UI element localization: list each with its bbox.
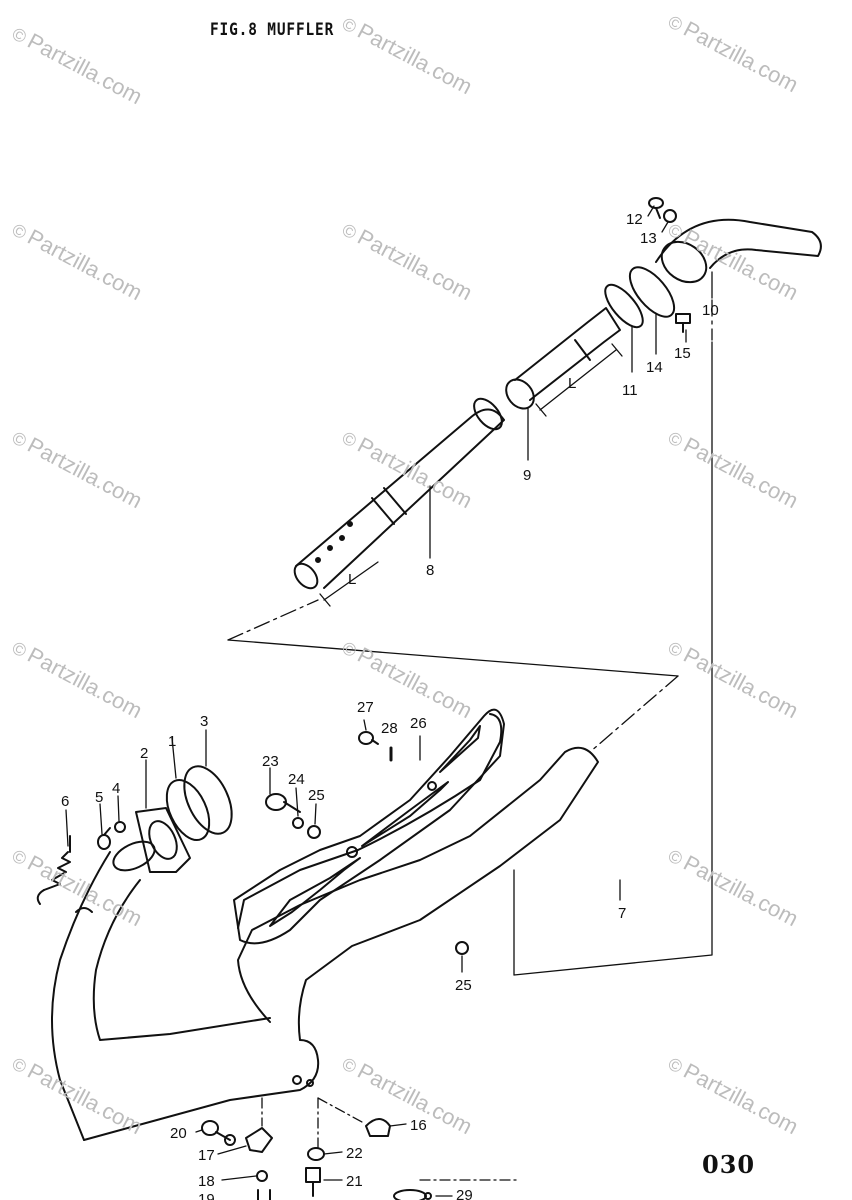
part-label-25-lower: 25 [455, 977, 472, 994]
part-label-25-upper: 25 [308, 787, 325, 804]
part-1-gasket [165, 779, 211, 841]
part-11-gasket [604, 283, 644, 329]
part-16-rubber-cap [365, 1118, 391, 1137]
part-7-muffler-body [237, 713, 599, 1041]
part-26-heat-shield [233, 708, 505, 945]
part-label-15: 15 [674, 345, 691, 362]
exhaust-header-pipe [51, 840, 320, 1141]
part-4-nut [114, 821, 126, 833]
part-18-washer [256, 1170, 268, 1182]
part-label-29: 29 [456, 1187, 473, 1200]
part-label-2: 2 [140, 745, 148, 762]
part-label-22: 22 [346, 1145, 363, 1162]
part-label-23: 23 [262, 753, 279, 770]
part-label-21: 21 [346, 1173, 363, 1190]
part-label-6: 6 [61, 793, 69, 810]
part-label-12: 12 [626, 211, 643, 228]
part-8-baffle-tube [293, 397, 505, 590]
dimension-l-upper-label: L [568, 375, 576, 392]
part-29-clip [393, 1189, 432, 1200]
part-label-13: 13 [640, 230, 657, 247]
part-label-11: 11 [622, 382, 638, 399]
part-5-stud [97, 827, 111, 850]
dimension-l-lower-label: L [348, 571, 356, 588]
part-23-bolt [265, 793, 301, 813]
part-10-tailpipe-elbow [655, 218, 822, 284]
part-label-24: 24 [288, 771, 305, 788]
part-19-clamp [257, 1189, 271, 1200]
part-label-28: 28 [381, 720, 398, 737]
part-label-26: 26 [410, 715, 427, 732]
part-15-bolt [675, 313, 691, 333]
part-6-spring [36, 835, 71, 905]
part-label-19: 19 [198, 1191, 215, 1200]
part-12-bolt [648, 197, 664, 219]
part-label-5: 5 [95, 789, 103, 806]
part-label-7: 7 [618, 905, 626, 922]
part-13-washer [663, 209, 677, 223]
dimension-l-upper [535, 343, 623, 417]
part-22-nut [307, 1147, 325, 1161]
bottom-routing-lines [261, 1097, 521, 1181]
part-label-20: 20 [170, 1125, 187, 1142]
figure-title: FIG.8 MUFFLER [210, 20, 335, 40]
part-label-14: 14 [646, 359, 663, 376]
part-label-1: 1 [168, 733, 176, 750]
part-21-bolt [305, 1167, 321, 1197]
part-label-9: 9 [523, 467, 531, 484]
part-25-washer-lower [455, 941, 469, 955]
part-9-inner-pipe [505, 307, 621, 410]
part-label-4: 4 [112, 780, 120, 797]
part-label-16: 16 [410, 1117, 427, 1134]
leader-lines [65, 205, 713, 1197]
dimension-l-lower [319, 561, 379, 607]
part-label-3: 3 [200, 713, 208, 730]
part-20-bolt [201, 1120, 231, 1141]
part-27-bolt [358, 731, 379, 745]
part-label-8: 8 [426, 562, 434, 579]
part-label-10: 10 [702, 302, 719, 319]
part-17-bracket [224, 1127, 273, 1153]
part-3-ring [183, 765, 233, 835]
page-number: 030 [702, 1150, 756, 1179]
part-25-washer-upper [307, 825, 321, 839]
part-label-18: 18 [198, 1173, 215, 1190]
reference-frame-lines [227, 299, 713, 976]
part-label-27: 27 [357, 699, 374, 716]
part-24-nut [292, 817, 304, 829]
part-2-flange [135, 807, 191, 873]
part-label-17: 17 [198, 1147, 215, 1164]
part-14-clamp [628, 266, 676, 318]
